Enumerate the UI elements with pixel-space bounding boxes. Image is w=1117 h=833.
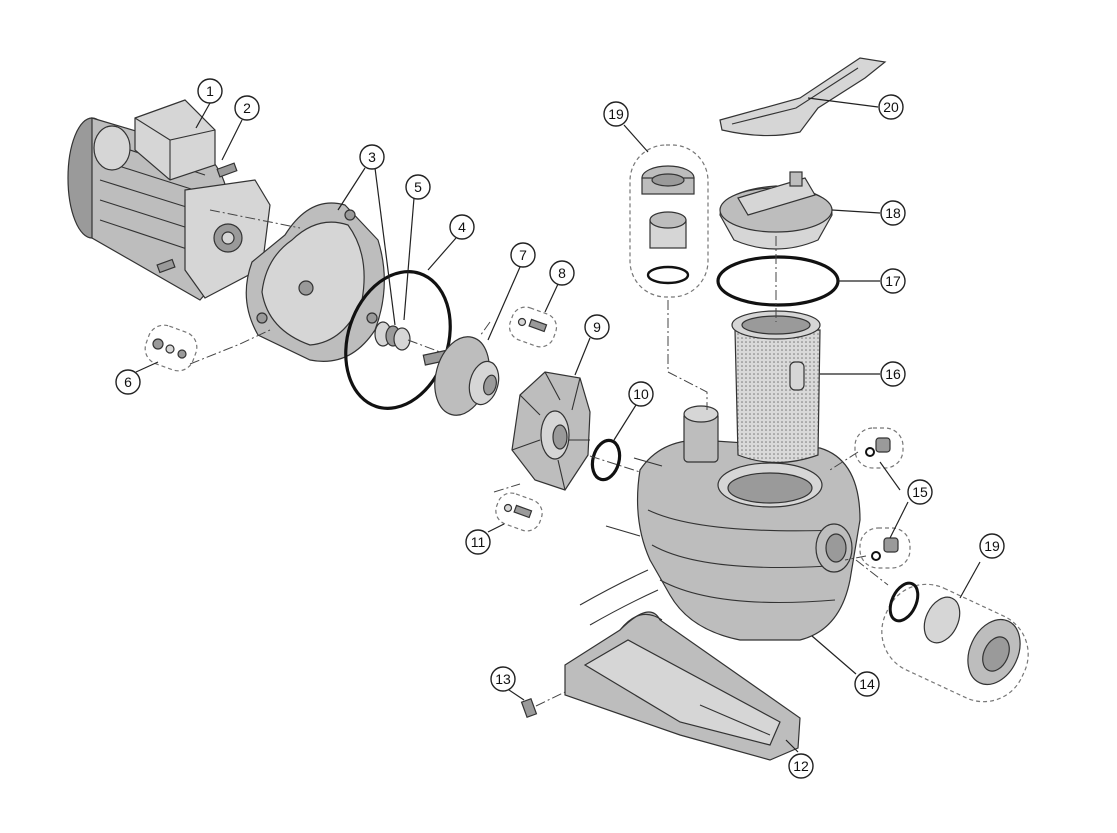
svg-text:3: 3 [368,149,376,165]
callout-15: 15 [907,479,933,505]
callout-18: 18 [880,200,906,226]
svg-text:11: 11 [471,534,486,550]
callout-17: 17 [880,268,906,294]
svg-text:10: 10 [633,386,649,402]
svg-text:6: 6 [124,374,132,390]
strainer-lid [719,171,833,250]
union-fitting-top [629,144,709,298]
impeller [422,336,500,416]
hardware-group-11 [495,492,543,532]
callout-8: 8 [549,260,575,286]
drain-plug-lower [859,527,911,569]
pump-base [564,611,801,761]
callout-6: 6 [115,369,141,395]
lid-wrench [719,57,887,137]
union-fitting-side [881,581,1029,703]
svg-text:7: 7 [519,247,527,263]
svg-text:17: 17 [885,273,901,289]
o-ring-lid [716,255,840,307]
callout-9: 9 [584,314,610,340]
svg-text:5: 5 [414,179,422,195]
callout-19-side: 19 [979,533,1005,559]
callout-4: 4 [449,214,475,240]
callout-13: 13 [490,666,516,692]
callout-20: 20 [878,94,904,120]
svg-text:13: 13 [495,671,511,687]
callout-16: 16 [880,361,906,387]
callout-5: 5 [405,174,431,200]
svg-text:16: 16 [885,366,901,382]
diffuser [511,371,591,491]
svg-text:8: 8 [558,265,566,281]
callout-14: 14 [854,671,880,697]
strainer-basket [731,310,821,464]
mechanical-seal [374,321,411,351]
svg-text:14: 14 [859,676,875,692]
callout-11: 11 [465,529,491,555]
svg-text:2: 2 [243,100,251,116]
hardware-group-8 [508,306,558,348]
pump-body [579,405,861,641]
assembly-axes [189,209,889,707]
hardware-group-6 [144,324,198,372]
svg-text:20: 20 [883,99,899,115]
callout-1: 1 [197,78,223,104]
svg-text:1: 1 [206,83,214,99]
svg-text:12: 12 [793,758,809,774]
svg-text:18: 18 [885,205,901,221]
drain-plug-upper [854,427,904,469]
o-ring-diffuser [590,438,622,482]
svg-text:19: 19 [984,538,1000,554]
motor [67,99,271,301]
svg-text:19: 19 [608,106,624,122]
svg-text:9: 9 [593,319,601,335]
callout-19-top: 19 [603,101,629,127]
svg-text:15: 15 [912,484,928,500]
callout-2: 2 [234,95,260,121]
svg-text:4: 4 [458,219,466,235]
callout-7: 7 [510,242,536,268]
callout-3: 3 [359,144,385,170]
callout-10: 10 [628,381,654,407]
callout-12: 12 [788,753,814,779]
base-bolt [520,698,538,718]
